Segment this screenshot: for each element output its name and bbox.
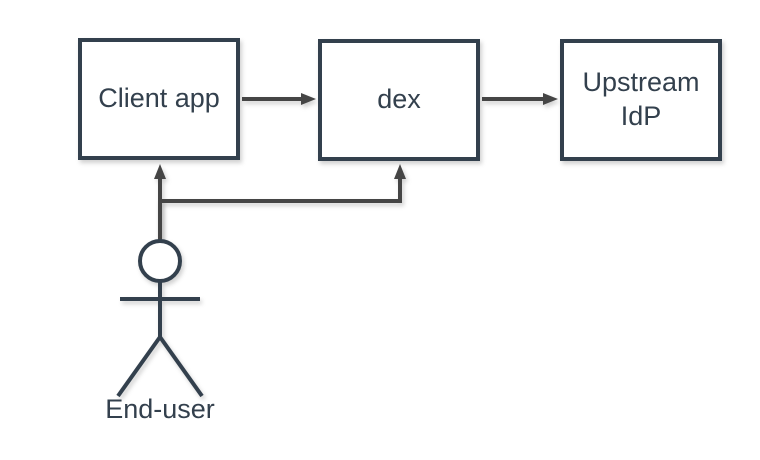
client-app-node — [78, 38, 240, 160]
stick-figure-right-leg — [158, 335, 204, 398]
dex-node — [318, 39, 480, 161]
dex-label: dex — [377, 84, 421, 115]
end-user-figure — [116, 239, 204, 398]
client-app-label: Client app — [98, 83, 220, 114]
edge-end-user-to-dex — [158, 164, 406, 240]
stick-figure-head — [138, 239, 182, 283]
upstream-idp-node — [560, 39, 722, 161]
end-user-label: End-user — [105, 394, 215, 425]
edge-dex-to-upstream-idp — [482, 93, 558, 105]
upstream-idp-label: Upstream IdP — [582, 67, 700, 131]
edge-client-app-to-dex — [242, 93, 316, 105]
stick-figure-left-leg — [116, 335, 162, 398]
